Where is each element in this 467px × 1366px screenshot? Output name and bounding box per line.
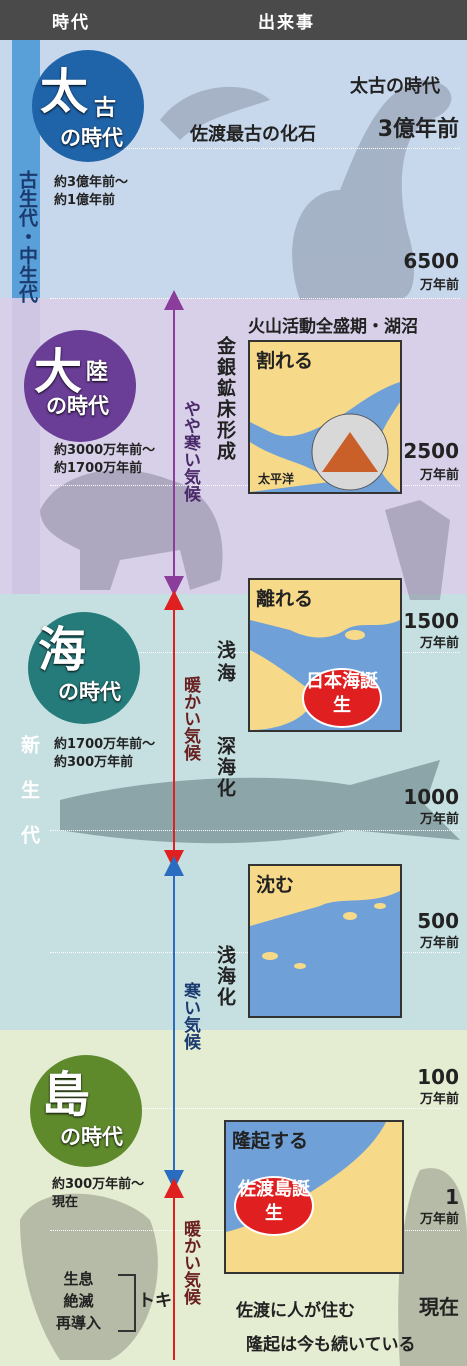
tick-300m: 3億年前 [377,117,459,142]
divider-5 [50,830,460,832]
tick-65m: 6500 [403,249,459,273]
tick-present: 現在 [419,1295,459,1319]
map-separate-title: 離れる [256,588,314,610]
climate-cold: 寒い気候 [180,982,200,1050]
map-split-label: 太平洋 [258,472,295,486]
range-start: 約300万年前～ [52,1177,145,1192]
climate-slightly-cold: やや寒い気候 [180,400,200,502]
era-sea-big: 海 [38,622,87,678]
era-range-continent: 約3000万年前～ 約1700万年前 [54,442,155,478]
divider-7 [50,1108,460,1110]
range-end: 約1700万年前 [54,461,143,476]
tick-1m: 100 [417,1065,459,1089]
tick-1m-unit: 万年前 [419,1092,459,1107]
toki-status: 生息 絶滅 再導入 [56,1268,101,1334]
climate-warm-2: 暖かい気候 [180,1220,200,1305]
era-emblem-ancient: 太 古 の時代 [32,50,144,162]
event-deep-sea: 深海化 [214,736,236,799]
era-ancient-sub: の時代 [60,126,123,150]
era-continent-small: 陸 [86,360,109,385]
tick-10m-unit: 万年前 [419,812,459,827]
period-label-a: 古生代・中生代 [16,170,38,303]
tick-10k-unit: 万年前 [419,1212,459,1227]
range-end: 約1億年前 [54,193,116,208]
map-uplift-title: 隆起する [232,1130,309,1152]
badge-sado-island: 佐渡島誕生 [234,1176,314,1236]
map-panel-split: 割れる 太平洋 [248,340,402,494]
toki-inhabit: 生息 [63,1270,94,1288]
tick-25m: 2500 [403,439,459,463]
map-separate-drawing [250,580,400,730]
era-emblem-sea: 海 の時代 [28,612,140,724]
toki-extinct: 絶滅 [63,1292,94,1310]
event-shallow-sea: 浅海 [214,640,236,686]
tick-5m-unit: 万年前 [419,936,459,951]
tick-10m: 1000 [403,785,459,809]
period-column-b1 [12,298,40,594]
map-split-drawing [250,342,400,492]
era-emblem-island: 島 の時代 [30,1055,142,1167]
event-volcanic: 火山活動全盛期・湖沼 [248,317,418,337]
map-panel-sink: 沈む [248,864,402,1018]
climate-arrows [164,290,184,1360]
period-column-a [12,40,40,298]
range-end: 約300万年前 [54,755,134,770]
event-settlement: 佐渡に人が住む [236,1301,355,1321]
header-events: 出来事 [258,13,315,33]
tick-25m-unit: 万年前 [419,468,459,483]
silhouettes [20,80,467,1366]
tick-10k: 1 [445,1185,459,1209]
era-sea-sub: の時代 [58,680,121,704]
era-range-sea: 約1700万年前～ 約300万年前 [54,736,155,772]
range-end: 現在 [52,1195,79,1210]
era-range-island: 約300万年前～ 現在 [52,1176,144,1212]
tick-65m-unit: 万年前 [419,278,459,293]
era-island-sub: の時代 [60,1125,123,1149]
divider-1 [50,148,460,150]
era-island-big: 島 [42,1067,91,1123]
map-sink-drawing [250,866,400,969]
range-start: 約3億年前～ [54,175,129,190]
event-shallowing: 浅海化 [214,945,236,1008]
event-uplift-continues: 隆起は今も続いている [246,1335,416,1355]
toki-reintroduced: 再導入 [56,1314,102,1332]
era-ancient-big: 太 [40,64,89,120]
tick-15m: 1500 [403,609,459,633]
toki-name: トキ [138,1291,172,1311]
divider-2 [50,298,460,300]
event-oldest-fossil: 佐渡最古の化石 [190,124,316,145]
range-start: 約3000万年前～ [54,443,156,458]
header-bar: 時代 出来事 [0,0,467,40]
era-continent-big: 大 [34,344,83,400]
era-continent-sub: の時代 [46,394,109,418]
map-split-title: 割れる [256,350,314,372]
tick-15m-unit: 万年前 [419,636,459,651]
event-ancient-era: 太古の時代 [350,76,440,97]
period-label-b: 新生代 [18,735,40,870]
range-start: 約1700万年前～ [54,737,156,752]
climate-warm-1: 暖かい気候 [180,676,200,761]
map-sink-title: 沈む [256,874,295,896]
era-ancient-small: 古 [94,96,117,121]
toki-bracket [118,1274,136,1332]
era-range-ancient: 約3億年前～ 約1億年前 [54,174,128,210]
header-era: 時代 [52,13,90,33]
tick-5m: 500 [417,909,459,933]
era-emblem-continent: 大 陸 の時代 [24,330,136,442]
badge-sea-of-japan: 日本海誕生 [302,668,382,728]
event-ore-deposit: 金銀鉱床形成 [214,336,236,462]
